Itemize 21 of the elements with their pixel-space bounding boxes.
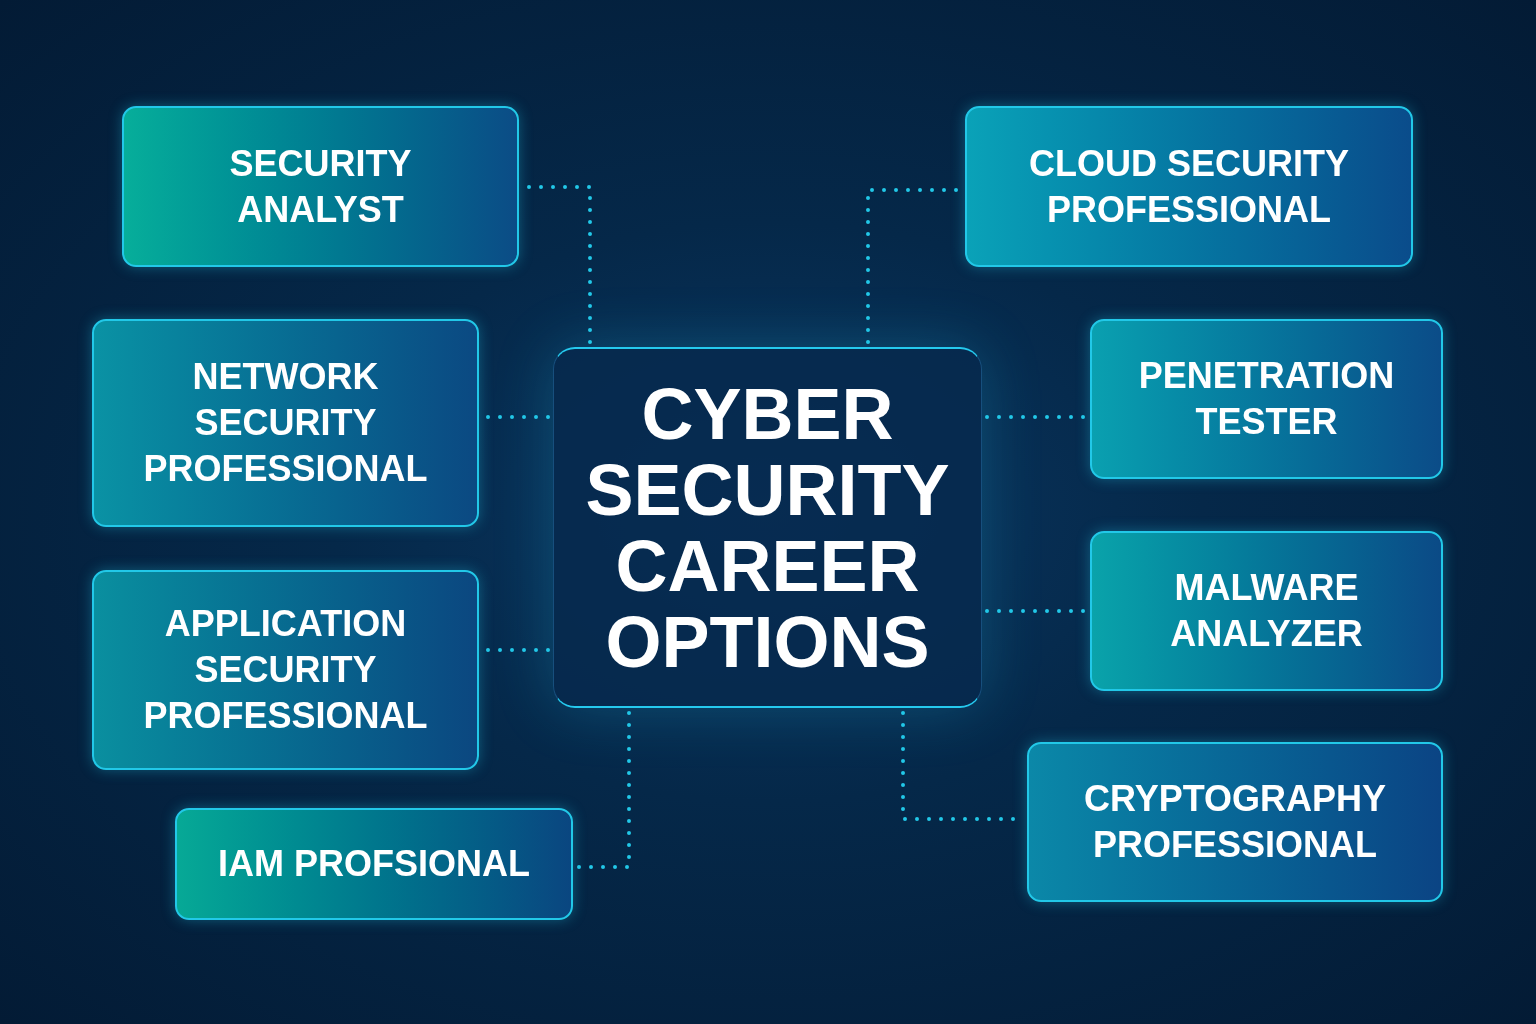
dotted-connector: [985, 415, 1087, 419]
career-label: IAM PROFSIONAL: [218, 842, 530, 886]
title-text: CYBER SECURITY CAREER OPTIONS: [584, 375, 951, 680]
career-box: [1090, 319, 1443, 479]
center-title-box: [553, 347, 982, 708]
career-label: MALWARE ANALYZER: [1169, 566, 1364, 656]
career-label: APPLICATION SECURITY PROFESSIONAL: [142, 602, 429, 738]
career-box: [1027, 742, 1443, 902]
career-box: [1090, 531, 1443, 691]
career-box: [122, 106, 519, 267]
career-label: NETWORK SECURITY PROFESSIONAL: [142, 355, 429, 491]
dotted-connector: [576, 711, 631, 869]
career-label: SECURITY ANALYST: [228, 141, 413, 232]
career-box: [92, 570, 479, 770]
career-box: [175, 808, 573, 920]
dotted-connector: [985, 609, 1087, 613]
career-box: [92, 319, 479, 527]
career-box: [965, 106, 1413, 267]
career-label: CLOUD SECURITY PROFESSIONAL: [1028, 141, 1350, 232]
career-label: PENETRATION TESTER: [1137, 354, 1396, 444]
career-label: CRYPTOGRAPHY PROFESSIONAL: [1082, 777, 1387, 867]
